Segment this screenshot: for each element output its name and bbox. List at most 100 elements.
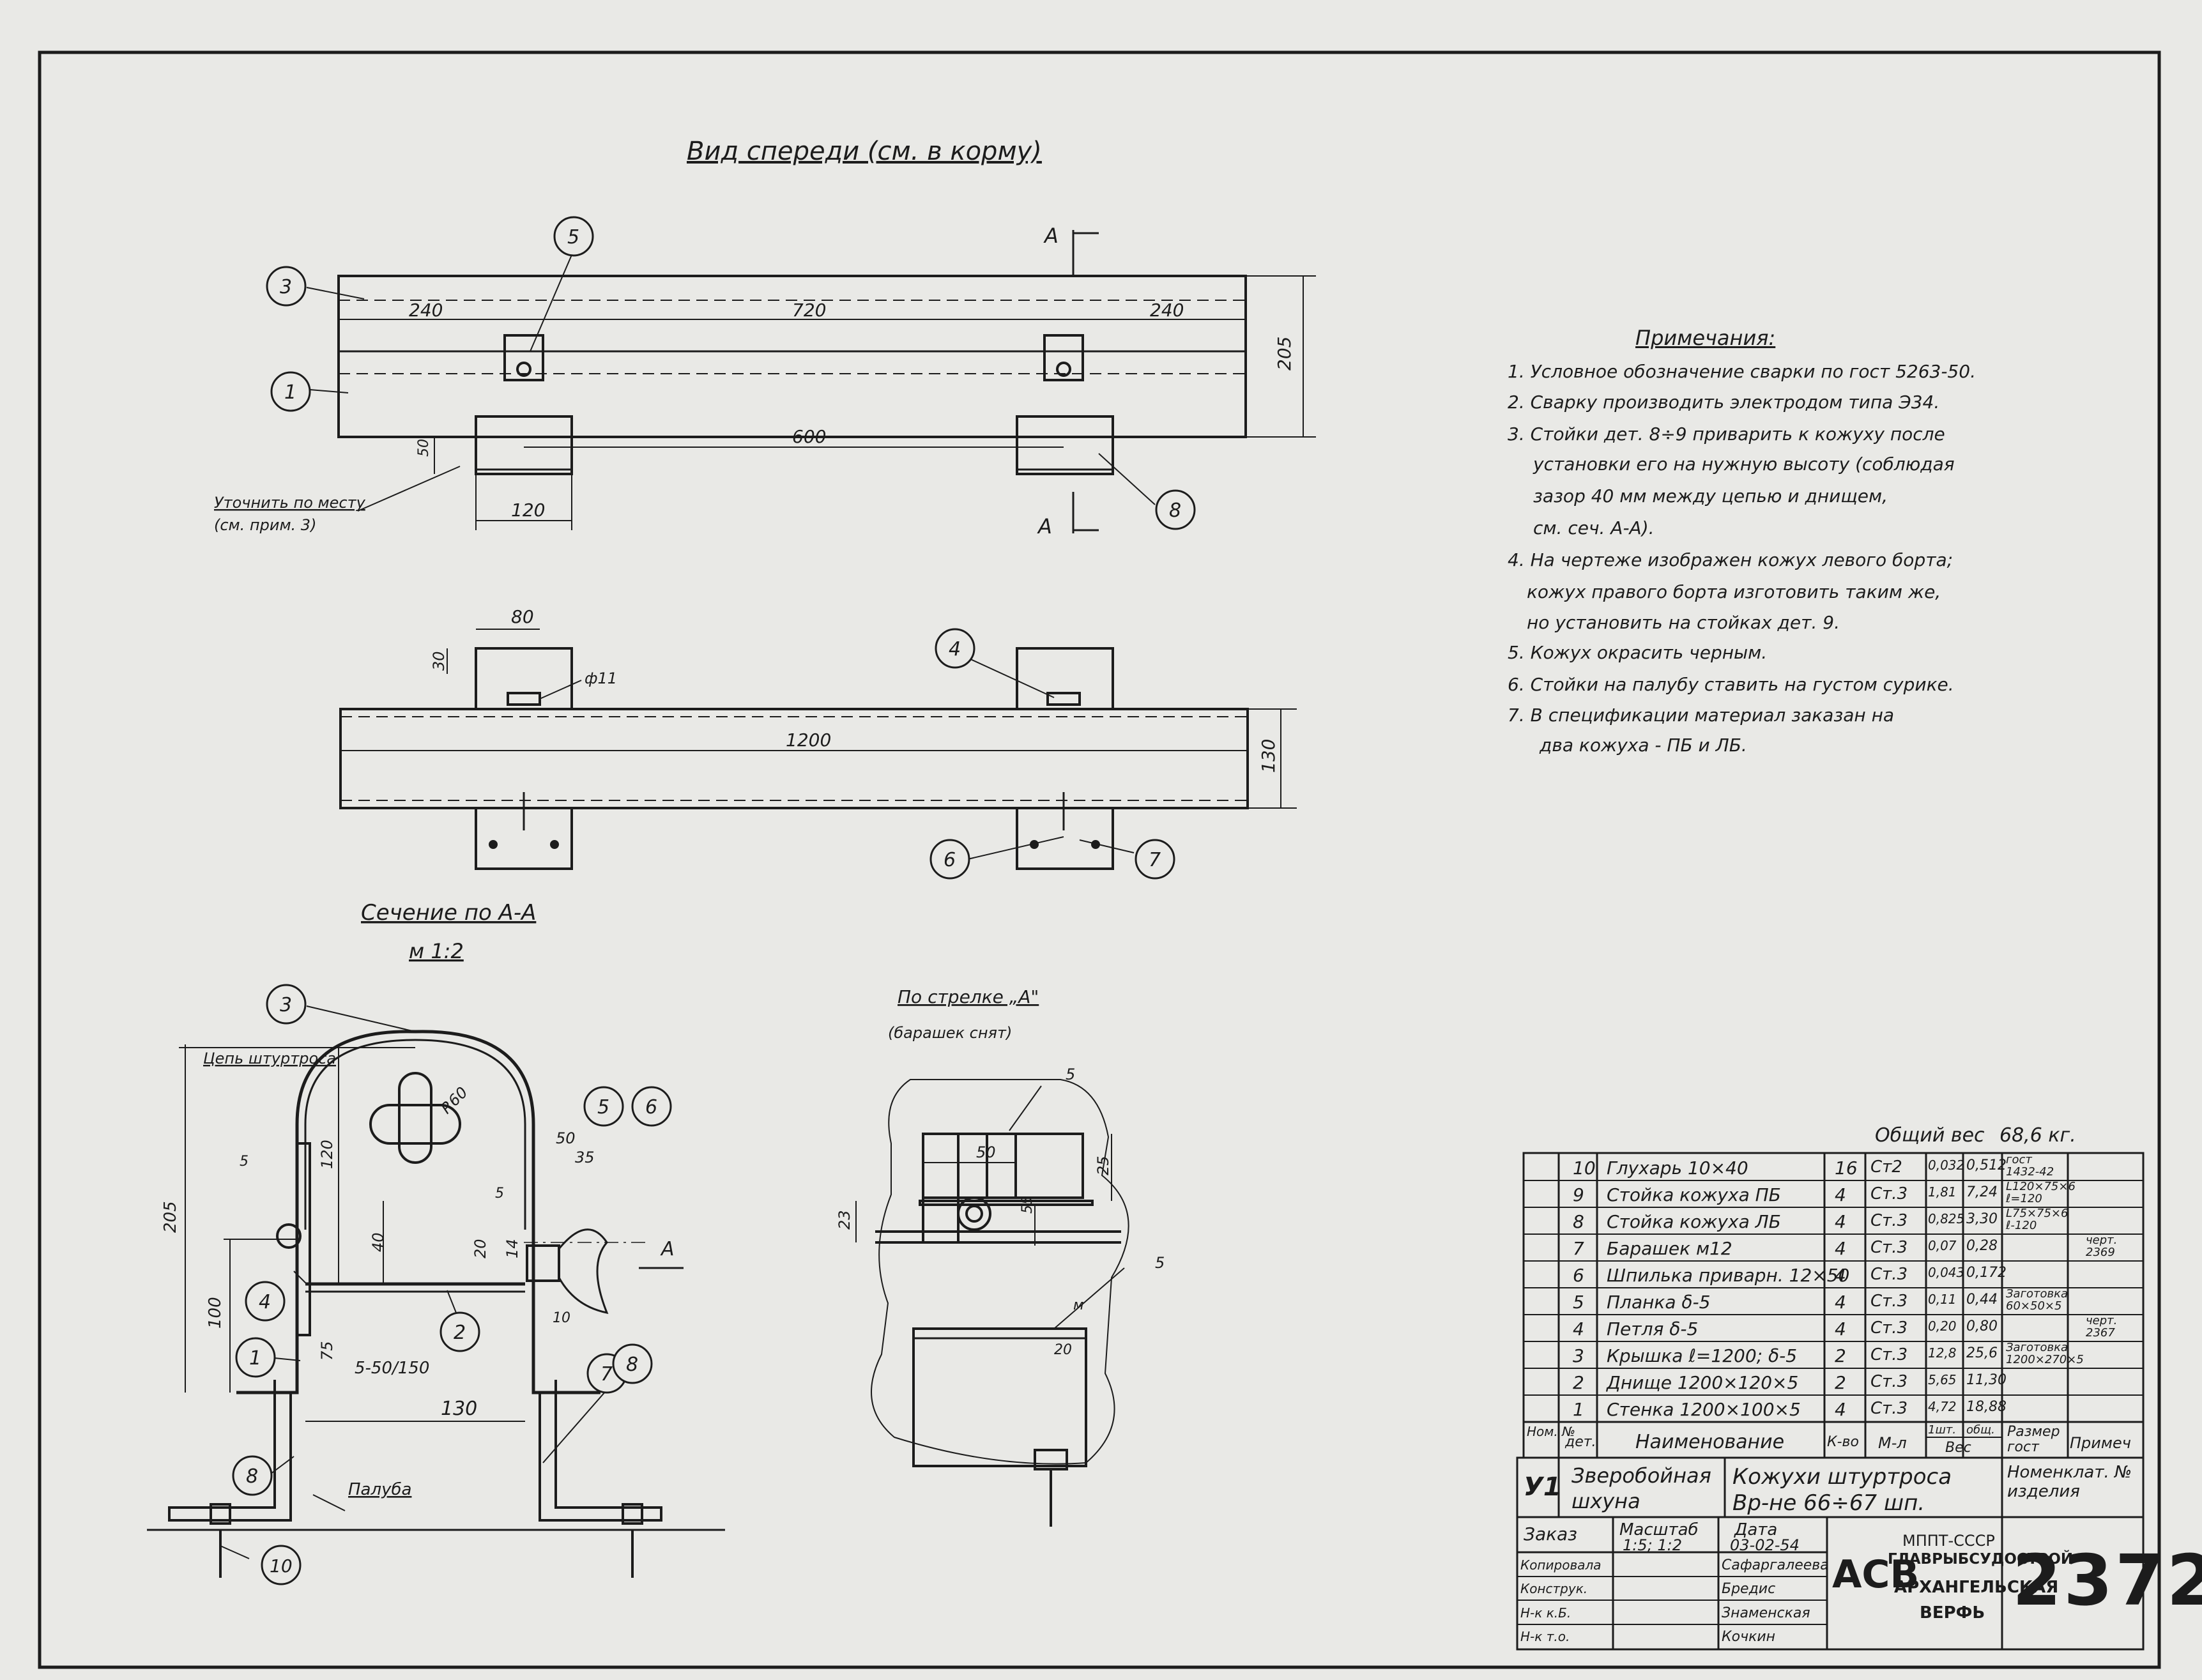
dim-240-left: 240 [409,300,443,321]
bom-cell-w2: 0,44 [1966,1292,1998,1308]
bom-header-w1: 1шт. [1928,1423,1957,1437]
callout-6: 6 [944,849,956,871]
dim-20: 20 [471,1239,489,1258]
bom-cell-mat: Ст.3 [1870,1399,1908,1418]
dim-phi11: ф11 [585,669,617,687]
bom-cell-w1: 1,81 [1928,1184,1957,1200]
note-line: 6. Стойки на палубу ставить на густом су… [1508,674,1954,695]
bom-header-mat: М-л [1878,1434,1907,1452]
tb-org4: ВЕРФЬ [1920,1603,1985,1623]
bom-cell-no: 3 [1573,1345,1584,1366]
weld-5-c: 5 [1066,1065,1075,1083]
bom-cell-qty: 4 [1835,1184,1846,1205]
dim-240-right: 240 [1150,300,1184,321]
callout-circle [270,371,311,412]
bom-cell-name: Стойка кожуха ЛБ [1607,1211,1781,1232]
dim-130-section: 130 [441,1398,477,1420]
adjust-note-2: (см. прим. 3) [214,516,316,534]
bom-cell-qty: 4 [1835,1399,1846,1420]
section-mark-top: А [1043,224,1059,248]
tb-nomencl: Номенклат. № изделия [2007,1463,2132,1501]
tb-name: Знаменская [1722,1605,1810,1621]
note-line: зазор 40 мм между цепью и днищем, [1533,485,1888,507]
note-line: но установить на стойках дет. 9. [1527,612,1840,633]
callout-8c: 8 [246,1465,258,1488]
bom-cell-w1: 0,11 [1928,1292,1957,1307]
notes-title: Примечания: [1635,326,1776,350]
tb-date: 03-02-54 [1730,1536,1800,1554]
sheet-border [38,50,2161,1669]
bom-cell-mat: Ст.3 [1870,1184,1908,1203]
tb-name: Кочкин [1722,1629,1776,1645]
bom-cell-mat: Ст.3 [1870,1318,1908,1338]
front-casing [337,275,1247,438]
callout-circle [235,1337,276,1378]
tb-scale-label: Масштаб [1619,1520,1699,1539]
bom-cell-w2: 0,80 [1966,1318,1998,1334]
bom-cell-w2: 0,28 [1966,1238,1998,1254]
callout-circle [232,1455,273,1496]
bom-cell-w2: 7,24 [1966,1184,1998,1200]
bom-cell-size: Заготовка 1200×270×5 [2006,1341,2084,1366]
deck-label: Палуба [348,1480,411,1499]
bom-cell-name: Петля δ-5 [1607,1318,1699,1340]
bom-cell-w1: 5,65 [1928,1372,1957,1387]
note-line: 4. На чертеже изображен кожух левого бор… [1508,549,1954,570]
bom-cell-w1: 0,043 [1928,1265,1965,1280]
dim-25: 25 [1094,1156,1112,1175]
bom-header-weight: Вес [1945,1440,1971,1456]
dim-1200: 1200 [786,729,831,751]
tb-date-label: Дата [1734,1520,1778,1539]
bom-cell-mat: Ст.3 [1870,1372,1908,1391]
callout-8: 8 [1169,500,1181,522]
bom-cell-mat: Ст.3 [1870,1265,1908,1284]
bom-cell-no: 5 [1573,1292,1584,1313]
dim-205: 205 [1274,337,1295,370]
dim-205-section: 205 [161,1201,180,1233]
tb-role: Н-к к.Б. [1520,1605,1571,1621]
callout-1: 1 [284,381,296,404]
bom-cell-qty: 4 [1835,1211,1846,1232]
bom-cell-no: 7 [1573,1238,1584,1259]
bom-cell-qty: 4 [1835,1292,1846,1313]
bom-cell-mat: Ст.3 [1870,1292,1908,1311]
bom-header-size: Размер гост [2007,1424,2060,1455]
drawing-number: 2372 [2012,1539,2202,1621]
callout-circle [612,1343,653,1384]
bom-cell-w1: 0,825 [1928,1211,1965,1226]
dim-50-section: 50 [556,1129,576,1147]
note-line: кожух правого борта изготовить таким же, [1527,581,1941,602]
callout-circle [631,1086,672,1127]
callout-7: 7 [1149,849,1161,871]
callout-circle [583,1086,624,1127]
bom-cell-size: L120×75×6 ℓ=120 [2006,1180,2076,1205]
bom-cell-no: 9 [1573,1184,1584,1205]
bom-cell-mat: Ст.3 [1870,1238,1908,1257]
bom-cell-name: Стенка 1200×100×5 [1607,1399,1801,1420]
dim-130: 130 [1258,739,1279,773]
note-line: 1. Условное обозначение сварки по гост 5… [1508,361,1976,382]
bom-cell-w1: 0,032 [1928,1157,1965,1173]
section-title: Сечение по А-А [361,900,536,926]
tb-logo: АСВ [1832,1552,1920,1597]
arrow-view-outline [871,1079,1129,1465]
bom-cell-w1: 0,20 [1928,1318,1957,1334]
callout-circle [266,984,307,1025]
bom-header-note: Примеч [2070,1434,2131,1452]
bom-cell-qty: 4 [1835,1265,1846,1286]
bom-cell-size: L75×75×6 ℓ-120 [2006,1207,2068,1232]
bom-header-name: Наименование [1635,1431,1785,1453]
note-line: 7. В спецификации материал заказан на [1508,705,1895,726]
bom-header-w2: общ. [1966,1423,1995,1437]
section-mark-bottom: А [1037,514,1052,538]
tb-code: У1 [1524,1472,1561,1502]
note-line: см. сеч. А-А). [1533,517,1655,538]
callout-circle [1135,839,1175,880]
weld-symbol: 5-50/150 [355,1359,429,1378]
callout-circle [440,1311,480,1352]
top-casing [339,708,1249,809]
callout-4: 4 [949,638,961,661]
tb-scale: 1:5; 1:2 [1623,1536,1682,1554]
bom-cell-qty: 2 [1835,1372,1846,1393]
